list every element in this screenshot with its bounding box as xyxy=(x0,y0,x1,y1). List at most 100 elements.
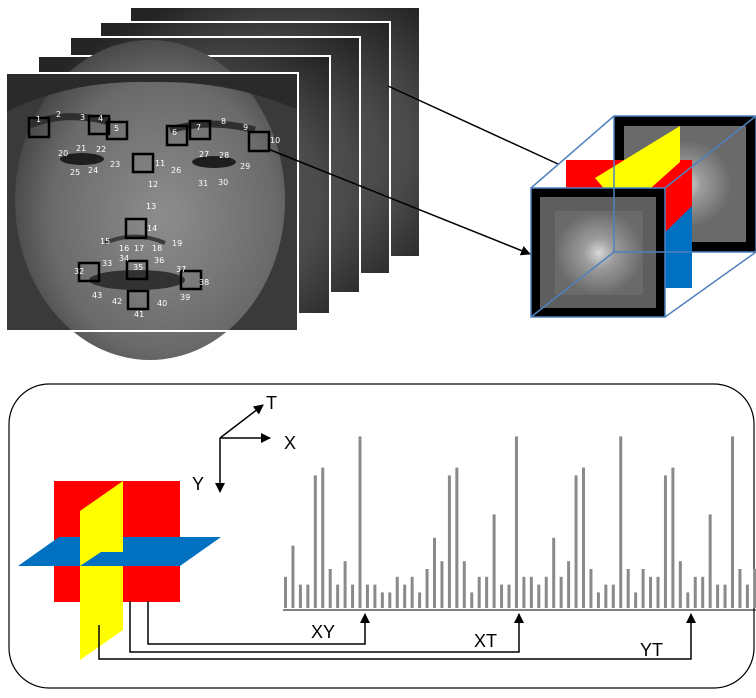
histogram-bar xyxy=(291,545,295,608)
axis-label-x: X xyxy=(284,433,296,453)
histogram-bar xyxy=(634,592,638,608)
histogram-bar xyxy=(440,561,444,608)
landmark-label: 4 xyxy=(98,114,103,123)
histogram-bar xyxy=(745,584,749,608)
histogram-bar xyxy=(388,592,392,608)
histogram-bar xyxy=(522,576,526,608)
histogram-bar xyxy=(395,576,399,608)
landmark-label: 7 xyxy=(196,123,201,132)
plane-label-yt: YT xyxy=(640,640,663,660)
histogram-bar xyxy=(596,592,600,608)
histogram-bar xyxy=(611,584,615,608)
landmark-label: 6 xyxy=(172,128,177,137)
hair xyxy=(6,73,298,112)
landmark-label: 2 xyxy=(56,110,61,119)
histogram-bar xyxy=(716,584,720,608)
histogram-bar xyxy=(462,561,466,608)
landmark-label: 11 xyxy=(155,159,165,168)
block-cube xyxy=(530,115,756,318)
histogram-bar xyxy=(358,436,362,608)
histogram-bar xyxy=(529,576,533,608)
landmark-label: 18 xyxy=(152,244,162,253)
landmark-label: 3 xyxy=(80,113,85,122)
histogram-bar xyxy=(373,584,377,608)
landmark-label: 34 xyxy=(119,254,129,263)
landmark-labels: 1 2 3 4 5 6 7 8 9 10 11 12 13 14 15 16 1… xyxy=(36,110,280,319)
landmark-label: 8 xyxy=(221,117,226,126)
histogram-bar xyxy=(365,584,369,608)
histogram-bar xyxy=(410,576,414,608)
landmark-label: 28 xyxy=(219,151,229,160)
histogram-bar xyxy=(656,576,660,608)
histogram-bar xyxy=(678,561,682,608)
histogram-bar xyxy=(514,436,518,608)
histogram-bar xyxy=(418,592,422,608)
landmark-label: 27 xyxy=(199,150,209,159)
face-frame-front xyxy=(5,40,299,360)
landmark-label: 41 xyxy=(134,310,144,319)
orthogonal-planes xyxy=(18,481,221,660)
plane-connectors xyxy=(98,601,696,660)
histogram-bar xyxy=(455,467,459,608)
landmark-label: 29 xyxy=(240,162,250,171)
landmark-label: 13 xyxy=(146,202,156,211)
landmark-label: 15 xyxy=(100,237,110,246)
histogram-bar xyxy=(425,569,429,608)
landmark-boxes xyxy=(27,114,271,311)
histogram-bar xyxy=(351,584,355,608)
frame-stack: 1 2 3 4 5 6 7 8 9 10 11 12 13 14 15 16 1… xyxy=(5,6,421,360)
landmark-label: 20 xyxy=(58,149,68,158)
histogram-bar xyxy=(507,584,511,608)
landmark-label: 42 xyxy=(112,297,122,306)
histogram-bar xyxy=(470,592,474,608)
axis-label-y: Y xyxy=(192,474,204,494)
histogram-bar xyxy=(336,584,340,608)
histogram-bar xyxy=(619,436,623,608)
landmark-label: 17 xyxy=(134,244,144,253)
histogram-bar xyxy=(693,576,697,608)
histogram-bar xyxy=(723,584,727,608)
landmark-label: 35 xyxy=(133,263,143,272)
axis-label-t: T xyxy=(266,393,277,413)
histogram-bar xyxy=(701,576,705,608)
histogram-bar xyxy=(537,584,541,608)
histogram-bar xyxy=(574,475,578,608)
histogram-bar xyxy=(343,561,347,608)
histogram-bar xyxy=(552,537,556,608)
landmark-label: 37 xyxy=(176,265,186,274)
histogram-bar xyxy=(313,475,317,608)
histogram-bar xyxy=(731,436,734,608)
landmark-label: 1 xyxy=(36,115,41,124)
histogram-bar xyxy=(447,475,451,608)
connector-line-top xyxy=(387,85,559,165)
histogram-bar xyxy=(403,584,407,608)
histogram-bar xyxy=(321,467,325,608)
lbp-top-histogram xyxy=(284,436,756,608)
histogram-bar xyxy=(753,569,756,608)
histogram-bar xyxy=(641,569,645,608)
landmark-label: 36 xyxy=(154,256,164,265)
histogram-bar xyxy=(626,569,630,608)
histogram-bar xyxy=(492,514,496,608)
landmark-label: 23 xyxy=(110,160,120,169)
landmark-label: 43 xyxy=(92,291,102,300)
histogram-bar xyxy=(559,576,563,608)
landmark-label: 19 xyxy=(172,239,182,248)
histogram-bar xyxy=(298,584,302,608)
landmark-label: 40 xyxy=(157,299,167,308)
histogram-bar xyxy=(686,592,690,608)
landmark-label: 25 xyxy=(70,168,80,177)
histogram-bar xyxy=(380,592,384,608)
landmark-label: 5 xyxy=(114,124,119,133)
landmark-label: 33 xyxy=(102,259,112,268)
plane-yt xyxy=(80,481,123,660)
plane-label-xy: XY xyxy=(311,622,335,642)
landmark-label: 39 xyxy=(180,293,190,302)
cube-wireframe xyxy=(530,115,756,318)
histogram-bar xyxy=(567,561,571,608)
histogram-bar xyxy=(544,576,548,608)
histogram-bar xyxy=(738,569,742,608)
histogram-bar xyxy=(604,584,608,608)
histogram-bar xyxy=(582,467,585,608)
